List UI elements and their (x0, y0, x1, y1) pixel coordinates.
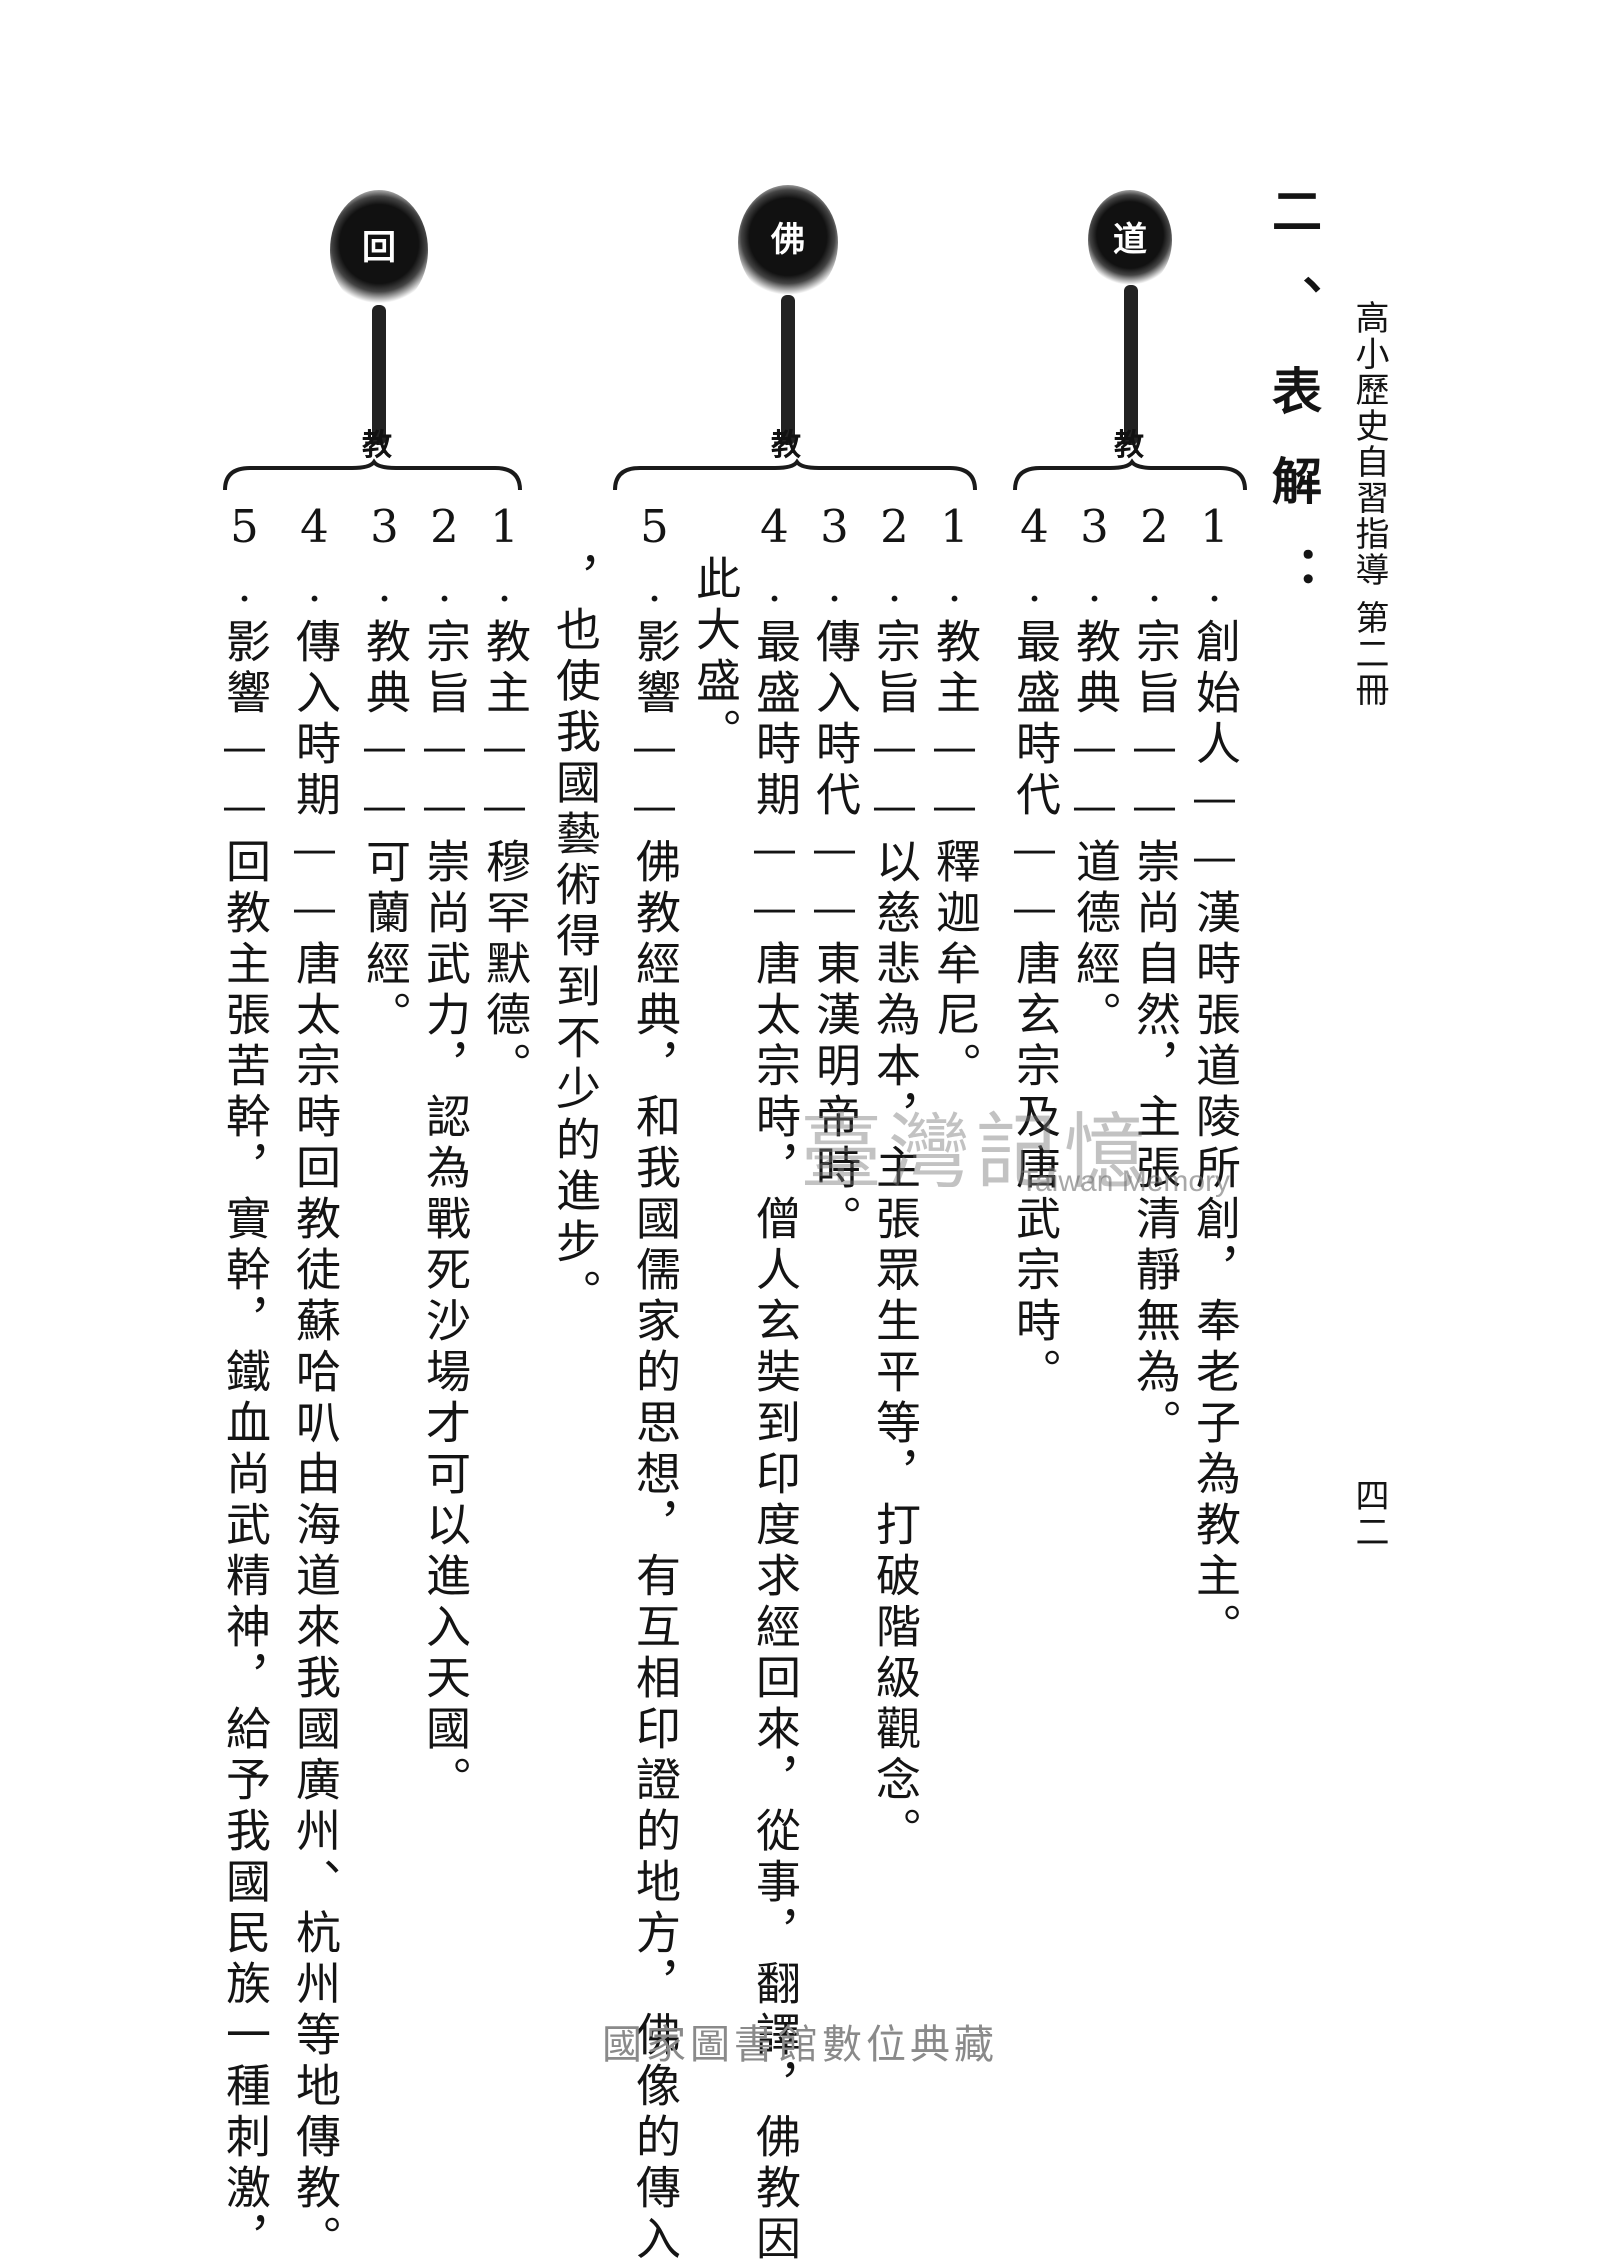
buddhism-blob-label: 佛 (771, 220, 805, 260)
page-number: 四二 (1349, 1478, 1389, 1550)
buddhism-blob-icon (738, 185, 838, 300)
footer-credit: 國家圖書館數位典藏 (602, 2022, 998, 2068)
taoism-item-4: 4.最盛時代——唐玄宗及唐武宗時。 (1008, 500, 1061, 1399)
islam-blob-icon (330, 190, 428, 310)
buddhism-stem (781, 295, 795, 445)
buddhism-item-1: 1.教主——釋迦牟尼。 (928, 500, 981, 1093)
buddhism-item-4: 4.最盛時期——唐太宗時，僧人玄奘到印度求經回來，從事，翻譯，佛教因 (748, 500, 801, 2266)
watermark-logo: 臺灣記憶 (800, 1105, 1153, 1200)
buddhism-item-5-cont: ，也使我國藝術得到不少的進步。 (548, 555, 601, 1320)
taoism-item-2: 2.宗旨——崇尚自然，主張清靜無為。 (1128, 500, 1181, 1450)
buddhism-brace (613, 458, 977, 491)
islam-blob-label: 回 (362, 228, 396, 268)
taoism-blob-label: 道 (1113, 220, 1147, 260)
buddhism-item-4-cont: 此大盛。 (688, 555, 741, 759)
islam-item-3: 3.教典——可蘭經。 (358, 500, 411, 1042)
taoism-item-3: 3.教典——道德經。 (1068, 500, 1121, 1042)
islam-item-1: 1.教主——穆罕默德。 (478, 500, 531, 1093)
islam-item-2: 2.宗旨——崇尚武力，認為戰死沙場才可以進入天國。 (418, 500, 471, 1807)
islam-stem (372, 305, 386, 445)
taoism-stem-label: 教 (1114, 428, 1144, 463)
watermark-subtitle: Taiwan Memory (1020, 1165, 1231, 1198)
buddhism-item-2: 2.宗旨——以慈悲為本，主張眾生平等，打破階級觀念。 (868, 500, 921, 1858)
islam-item-4: 4.傳入時期——唐太宗時回教徒蘇哈叭由海道來我國廣州、杭州等地傳教。 (288, 500, 341, 2266)
section-heading: 二、表解： (1264, 185, 1323, 635)
buddhism-item-5: 5.影響——佛教經典，和我國儒家的思想，有互相印證的地方，佛像的傳入 (628, 500, 681, 2266)
taoism-stem (1124, 285, 1138, 445)
islam-brace (223, 458, 522, 491)
buddhism-item-3: 3.傳入時代——東漢明帝時。 (808, 500, 861, 1246)
islam-stem-label: 教 (362, 428, 392, 463)
buddhism-stem-label: 教 (771, 428, 801, 463)
taoism-brace (1013, 458, 1247, 491)
taoism-blob-icon (1088, 190, 1172, 290)
islam-item-5: 5.影響——回教主張苦幹，實幹，鐵血尚武精神，給予我國民族一種刺激， (218, 500, 271, 2266)
taoism-item-1: 1.創始人——漢時張道陵所創，奉老子為教主。 (1188, 500, 1241, 1654)
book-title: 高小歷史自習指導 (1349, 300, 1389, 588)
volume-label: 第二冊 (1349, 600, 1389, 708)
